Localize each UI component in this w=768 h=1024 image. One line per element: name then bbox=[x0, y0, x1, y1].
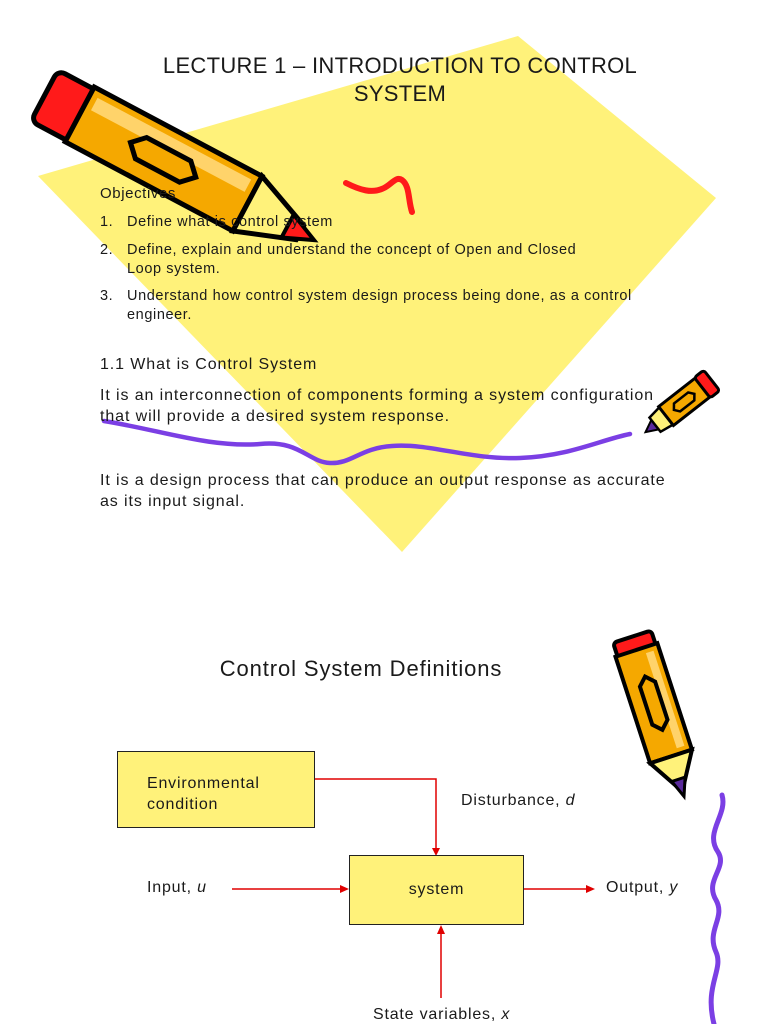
output-var: y bbox=[669, 879, 679, 896]
paragraph-design-process: It is a design process that can produce … bbox=[100, 472, 666, 510]
section-heading: 1.1 What is Control System bbox=[100, 356, 318, 373]
lecture-title-line2: SYSTEM bbox=[353, 81, 447, 106]
paragraph-definition: It is an interconnection of components f… bbox=[100, 387, 654, 425]
pencil-icon-vertical bbox=[612, 629, 695, 801]
environmental-condition-box: Environmental condition bbox=[117, 751, 315, 828]
state-var: x bbox=[501, 1006, 511, 1023]
objective-number: 1. bbox=[100, 214, 114, 230]
environmental-box-line1: Environmental bbox=[147, 775, 260, 792]
objective-item: 2. Define, explain and understand the co… bbox=[100, 241, 660, 279]
slide2-title: Control System Definitions bbox=[219, 656, 503, 681]
objective-item: 3. Understand how control system design … bbox=[100, 287, 660, 325]
diagram-arrows bbox=[232, 778, 595, 998]
disturbance-label: Disturbance, d bbox=[461, 792, 575, 810]
output-label: Output, y bbox=[606, 879, 678, 897]
system-box-label: system bbox=[408, 881, 465, 898]
input-label: Input, u bbox=[147, 879, 207, 897]
lecture-title: LECTURE 1 – INTRODUCTION TO CONTROL SYST… bbox=[100, 52, 700, 108]
input-var: u bbox=[197, 879, 207, 896]
pencil-icon-small bbox=[643, 369, 721, 434]
red-scribble-line bbox=[343, 176, 415, 215]
purple-squiggle-line bbox=[101, 418, 633, 466]
disturbance-text: Disturbance, bbox=[461, 792, 566, 809]
lecture-title-line1: LECTURE 1 – INTRODUCTION TO CONTROL bbox=[162, 53, 638, 78]
pencil-icon-large bbox=[31, 70, 319, 243]
purple-vertical-squiggle bbox=[708, 792, 726, 1024]
output-text: Output, bbox=[606, 879, 670, 896]
state-text: State variables, bbox=[373, 1006, 502, 1023]
environmental-box-line2: condition bbox=[147, 796, 219, 813]
objectives-heading: Objectives bbox=[100, 185, 177, 202]
objective-text: Understand how control system design pro… bbox=[127, 288, 632, 323]
objective-text: Define what is control system bbox=[127, 214, 333, 230]
disturbance-arrow bbox=[314, 778, 437, 850]
input-text: Input, bbox=[147, 879, 198, 896]
disturbance-var: d bbox=[565, 792, 576, 809]
state-variables-label: State variables, x bbox=[373, 1006, 510, 1024]
system-box: system bbox=[349, 855, 524, 925]
objective-number: 2. bbox=[100, 242, 114, 258]
objective-number: 3. bbox=[100, 288, 114, 304]
objective-text: Define, explain and understand the conce… bbox=[127, 242, 577, 277]
objective-item: 1. Define what is control system bbox=[100, 213, 660, 232]
